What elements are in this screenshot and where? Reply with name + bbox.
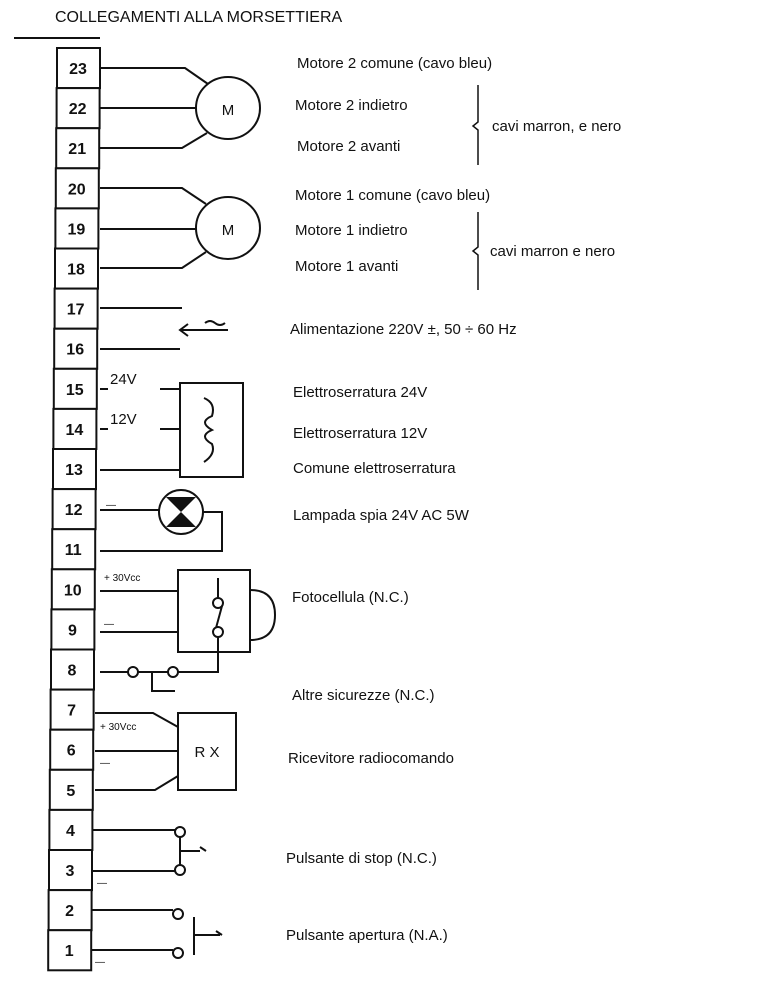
terminal-number: 18	[67, 262, 85, 279]
diagram-title: COLLEGAMENTI ALLA MORSETTIERA	[55, 9, 343, 26]
label-lamp: Lampada spia 24V AC 5W	[293, 507, 470, 524]
terminal-number: 3	[66, 863, 75, 880]
power-wiring	[100, 307, 228, 350]
terminal-number: 14	[66, 422, 84, 439]
receiver-box	[177, 712, 237, 791]
terminal-number: 23	[69, 61, 87, 78]
terminal-number: 16	[66, 342, 84, 359]
label-stop-button: Pulsante di stop (N.C.)	[286, 850, 437, 867]
label-m1-common: Motore 1 comune (cavo bleu)	[295, 187, 490, 204]
motor-1-symbol: M	[222, 222, 235, 239]
label-receiver: Ricevitore radiocomando	[288, 750, 454, 767]
terminal-number: 4	[66, 823, 75, 840]
terminal-number: 5	[66, 783, 75, 800]
label-m2-cables: cavi marron, e nero	[492, 118, 621, 135]
terminal-number: 9	[68, 622, 77, 639]
terminal-box	[52, 448, 97, 491]
stop-button-wiring: —	[93, 826, 207, 889]
receiver-symbol: R X	[194, 744, 219, 761]
electric-lock-wiring: 24V 12V	[100, 371, 244, 478]
label-photocell: Fotocellula (N.C.)	[292, 589, 409, 606]
lamp-wiring: —	[100, 489, 223, 552]
stop-minus: —	[97, 878, 107, 889]
label-m2-fwd: Motore 2 avanti	[297, 138, 400, 155]
terminal-box	[53, 287, 99, 330]
terminal-number: 8	[68, 663, 77, 680]
label-lock-12v: Elettroserratura 12V	[293, 425, 427, 442]
terminal-number: 22	[69, 101, 87, 118]
terminal-number: 11	[65, 542, 82, 559]
other-safety-wiring	[100, 637, 219, 692]
motor-1-wiring: M	[100, 187, 261, 269]
motor-2-wiring: M	[100, 67, 261, 149]
coil-icon	[203, 397, 215, 463]
terminal-number: 6	[67, 743, 76, 760]
terminal-number: 19	[68, 221, 86, 238]
label-power: Alimentazione 220V ±, 50 ÷ 60 Hz	[290, 321, 517, 338]
photocell-minus: —	[104, 619, 114, 630]
brace-motor-2	[471, 85, 479, 165]
label-m1-back: Motore 1 indietro	[295, 222, 408, 239]
terminal-box	[52, 407, 98, 450]
terminal-box	[51, 488, 97, 531]
terminal-box	[50, 568, 96, 611]
label-30vcc-photocell: + 30Vcc	[104, 573, 140, 584]
label-m1-cables: cavi marron e nero	[490, 243, 615, 260]
terminal-number: 1	[65, 943, 74, 960]
lamp-minus: —	[106, 500, 116, 511]
terminal-number: 13	[65, 462, 83, 479]
terminal-box	[52, 367, 98, 410]
terminal-box	[53, 327, 99, 370]
contact-icon	[127, 666, 139, 678]
brace-motor-1	[471, 212, 479, 290]
label-open-button: Pulsante apertura (N.A.)	[286, 927, 448, 944]
labels: Motore 2 comune (cavo bleu) Motore 2 ind…	[286, 55, 621, 944]
terminal-box	[54, 247, 99, 290]
motor-2-symbol: M	[222, 102, 235, 119]
photocell-box	[177, 569, 251, 653]
label-12v: 12V	[110, 411, 137, 428]
terminal-box	[55, 87, 101, 130]
receiver-minus: —	[100, 758, 110, 769]
terminal-number: 7	[67, 703, 76, 720]
terminal-number: 15	[66, 382, 84, 399]
open-button-wiring: —	[92, 908, 223, 968]
label-30vcc-receiver: + 30Vcc	[100, 722, 136, 733]
terminal-box	[50, 608, 96, 651]
ac-plug-icon	[178, 320, 228, 337]
photocell-wiring: + 30Vcc —	[100, 569, 277, 653]
label-m2-common: Motore 2 comune (cavo bleu)	[297, 55, 492, 72]
terminal-number: 17	[67, 302, 85, 319]
label-m1-fwd: Motore 1 avanti	[295, 258, 398, 275]
terminal-number: 10	[64, 582, 82, 599]
label-lock-24v: Elettroserratura 24V	[293, 384, 427, 401]
label-other-safety: Altre sicurezze (N.C.)	[292, 687, 435, 704]
motor-1-icon	[195, 196, 261, 260]
terminal-number: 21	[68, 141, 86, 158]
terminal-number: 2	[65, 903, 74, 920]
label-24v: 24V	[110, 371, 137, 388]
contact-icon	[167, 666, 179, 678]
terminal-box	[51, 528, 97, 571]
receiver-wiring: R X + 30Vcc —	[95, 712, 237, 791]
terminal-box	[47, 929, 93, 972]
label-m2-back: Motore 2 indietro	[295, 97, 408, 114]
terminal-box	[49, 728, 95, 771]
motor-2-icon	[195, 76, 261, 140]
terminal-number: 12	[65, 502, 83, 519]
terminal-number: 20	[68, 181, 86, 198]
open-minus: —	[95, 957, 105, 968]
terminal-box	[54, 207, 100, 250]
label-lock-common: Comune elettroserratura	[293, 460, 456, 477]
